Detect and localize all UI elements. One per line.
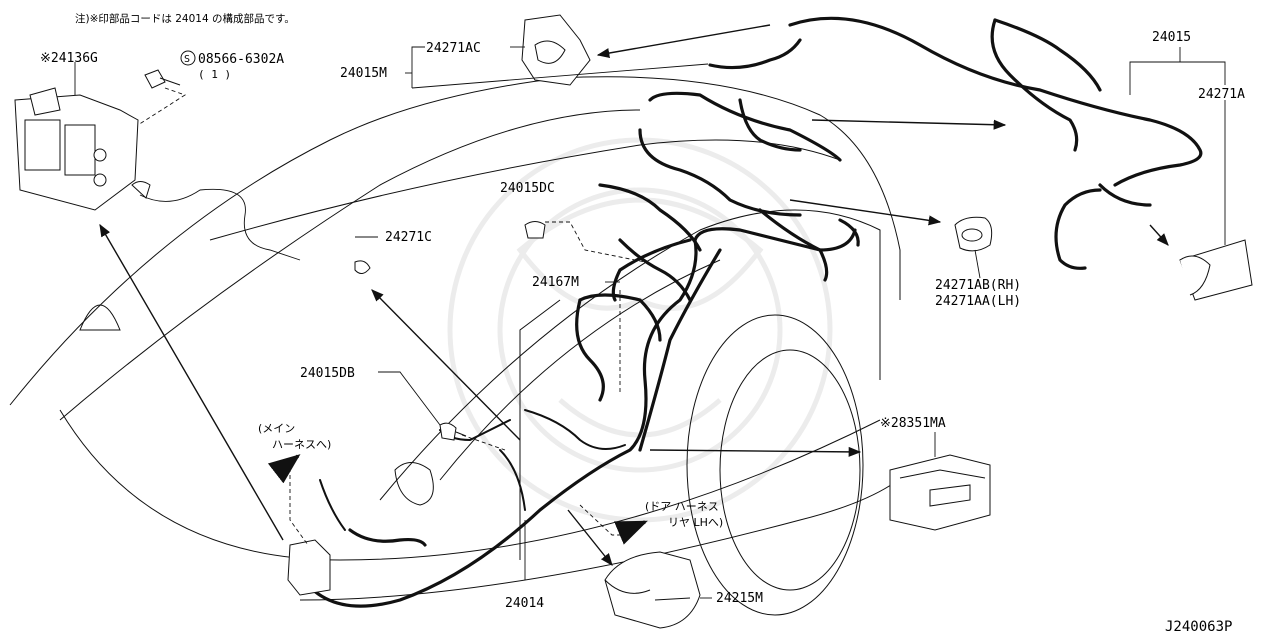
note-main-harness-line1: (メイン: [258, 422, 295, 435]
bolt-24015dc: [524, 221, 546, 239]
diagram-code: J240063P: [1165, 619, 1232, 635]
arrows: [99, 24, 1169, 566]
s-symbol: S: [184, 54, 190, 65]
label-24015: 24015: [1152, 30, 1191, 45]
grommet-24271ab: [954, 216, 993, 252]
label-24271aa-lh: 24271AA(LH): [935, 294, 1021, 309]
label-24136g: ※24136G: [40, 51, 98, 66]
label-08566-6302a: 08566-6302A: [198, 52, 284, 67]
label-24167m: 24167M: [532, 275, 579, 290]
clip-24271a: [1179, 239, 1253, 301]
label-28351ma: ※28351MA: [880, 416, 946, 431]
note-main-harness-line2: ハーネスへ): [272, 438, 331, 451]
clip-24271c: [131, 181, 371, 274]
header-note: 注)※印部品コードは 24014 の構成部品です。: [75, 12, 295, 25]
leader-lines: [74, 46, 1226, 599]
protector-24215m: [604, 551, 701, 629]
label-24014: 24014: [505, 596, 544, 611]
label-24271ac: 24271AC: [426, 41, 481, 56]
label-24015dc: 24015DC: [500, 181, 555, 196]
note-door-harness-line2: リヤ LHへ): [668, 516, 723, 529]
s-symbol-circle: [180, 50, 196, 66]
bracket-24136g: [14, 87, 139, 211]
label-24015db: 24015DB: [300, 366, 355, 381]
car-body-outline: [9, 76, 911, 616]
label-24271a: 24271A: [1198, 87, 1245, 102]
bolt-08566: [144, 69, 181, 89]
label-24271c: 24271C: [385, 230, 432, 245]
wiring-harness-24015: [708, 16, 1203, 270]
label-24215m: 24215M: [716, 591, 763, 606]
bolt-24015db: [439, 422, 467, 441]
module-28351ma: [889, 454, 991, 531]
connector-block-lower-left: [287, 539, 331, 596]
label-24271ab-rh: 24271AB(RH): [935, 278, 1021, 293]
label-24015m: 24015M: [340, 66, 387, 81]
label-08566-quantity: ( 1 ): [198, 68, 231, 81]
note-door-harness-line1: (ドア ハーネス: [645, 500, 719, 513]
wiring-harness-main: [298, 91, 860, 608]
clip-24271ac: [521, 14, 591, 86]
